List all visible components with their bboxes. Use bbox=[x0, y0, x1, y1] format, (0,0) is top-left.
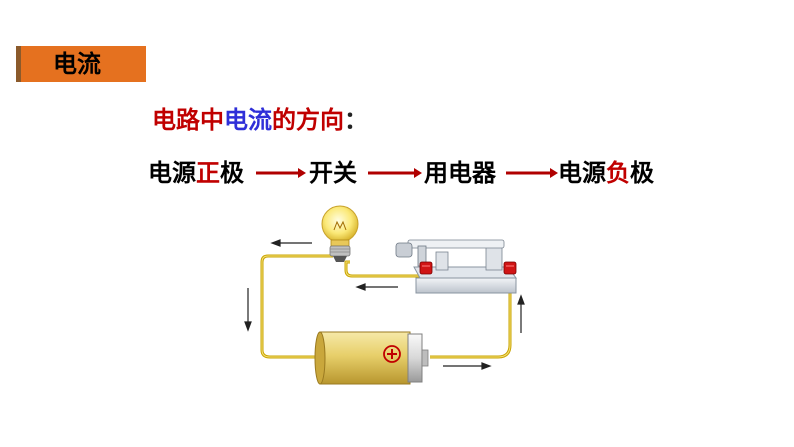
subtitle-part3: 的方向 bbox=[272, 106, 344, 134]
arrow-top-left bbox=[270, 239, 312, 247]
subtitle-colon: ： bbox=[344, 106, 368, 134]
terminal-right bbox=[503, 261, 517, 275]
battery bbox=[314, 331, 429, 385]
arrow-3 bbox=[506, 168, 558, 178]
arrow-left-down bbox=[244, 288, 252, 332]
terminal-left bbox=[419, 261, 433, 275]
wire-bulb-switch bbox=[344, 260, 428, 278]
step1-c: 极 bbox=[220, 159, 244, 187]
bulb bbox=[321, 205, 359, 262]
arrow-right-up bbox=[517, 294, 525, 333]
arrow-1 bbox=[256, 168, 306, 178]
section-tag-label: 电流 bbox=[53, 50, 101, 78]
step-appliance: 用电器 bbox=[424, 155, 496, 191]
step4-a: 电源 bbox=[558, 159, 606, 187]
subtitle-part1: 电路中 bbox=[152, 106, 224, 134]
step4-b: 负 bbox=[606, 159, 630, 187]
section-tag: 电流 bbox=[16, 46, 146, 82]
step3: 用电器 bbox=[424, 159, 496, 187]
step-positive-pole: 电源正极 bbox=[148, 155, 244, 191]
step1-b: 正 bbox=[196, 159, 220, 187]
current-direction-arrows bbox=[244, 239, 525, 370]
step-switch: 开关 bbox=[309, 155, 357, 191]
step2: 开关 bbox=[309, 159, 357, 187]
knife-switch bbox=[395, 239, 517, 294]
arrow-middle-left bbox=[355, 283, 398, 291]
arrow-2 bbox=[368, 168, 422, 178]
subtitle-part2: 电流 bbox=[224, 106, 272, 134]
step-negative-pole: 电源负极 bbox=[558, 155, 654, 191]
subtitle: 电路中电流的方向： bbox=[152, 104, 368, 136]
step4-c: 极 bbox=[630, 159, 654, 187]
step1-a: 电源 bbox=[148, 159, 196, 187]
arrow-bottom-right bbox=[443, 362, 492, 370]
